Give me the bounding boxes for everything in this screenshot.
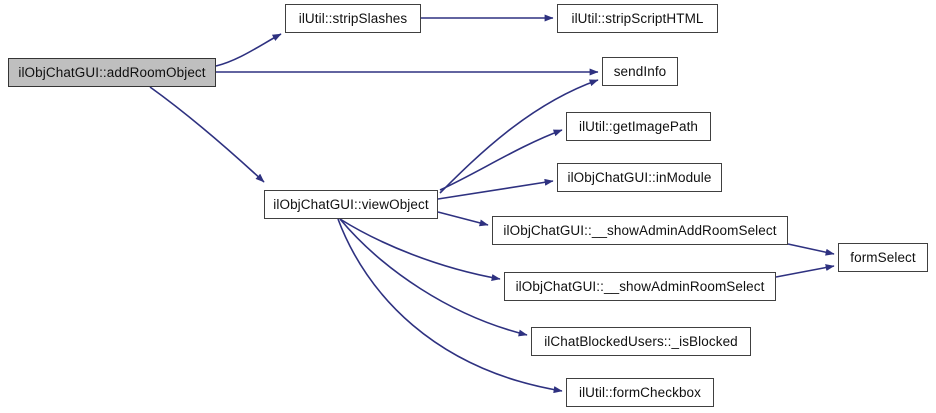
graph-node-sendInfo[interactable]: sendInfo	[602, 57, 678, 86]
graph-edge	[439, 129, 563, 191]
graph-node-label: formSelect	[850, 249, 916, 265]
graph-edge	[215, 33, 282, 67]
graph-node-formSelect[interactable]: formSelect	[838, 243, 928, 272]
graph-edge	[149, 86, 265, 183]
graph-node-inModule[interactable]: ilObjChatGUI::inModule	[557, 163, 722, 192]
graph-node-stripSlashes[interactable]: ilUtil::stripSlashes	[285, 4, 421, 33]
graph-edge	[775, 264, 835, 278]
graph-node-label: sendInfo	[613, 63, 667, 79]
graph-node-viewObject[interactable]: ilObjChatGUI::viewObject	[264, 190, 438, 219]
graph-node-label: ilObjChatGUI::inModule	[567, 169, 712, 185]
graph-node-label: ilUtil::stripScriptHTML	[571, 10, 704, 26]
graph-edge	[787, 243, 835, 256]
graph-node-isBlocked[interactable]: ilChatBlockedUsers::_isBlocked	[531, 327, 751, 356]
graph-node-label: ilUtil::formCheckbox	[578, 384, 702, 400]
graph-node-label: ilUtil::getImagePath	[578, 118, 699, 134]
graph-edge	[437, 211, 489, 227]
graph-node-label: ilObjChatGUI::__showAdminAddRoomSelect	[503, 222, 777, 238]
graph-node-formCheckbox[interactable]: ilUtil::formCheckbox	[566, 378, 714, 407]
graph-node-label: ilObjChatGUI::viewObject	[273, 196, 429, 212]
graph-node-label: ilUtil::stripSlashes	[298, 10, 408, 26]
graph-edge	[437, 178, 554, 200]
graph-node-stripScriptHTML[interactable]: ilUtil::stripScriptHTML	[557, 4, 718, 33]
graph-node-addRoomObject[interactable]: ilObjChatGUI::addRoomObject	[8, 58, 216, 87]
graph-node-label: ilObjChatGUI::__showAdminRoomSelect	[515, 278, 765, 294]
graph-edge	[339, 218, 501, 281]
graph-node-label: ilObjChatGUI::addRoomObject	[18, 64, 206, 80]
graph-node-showAdminRoomSelect[interactable]: ilObjChatGUI::__showAdminRoomSelect	[504, 272, 776, 301]
graph-node-showAdminAddRoomSelect[interactable]: ilObjChatGUI::__showAdminAddRoomSelect	[492, 216, 788, 245]
graph-node-label: ilChatBlockedUsers::_isBlocked	[544, 333, 738, 349]
graph-node-getImagePath[interactable]: ilUtil::getImagePath	[566, 112, 711, 141]
